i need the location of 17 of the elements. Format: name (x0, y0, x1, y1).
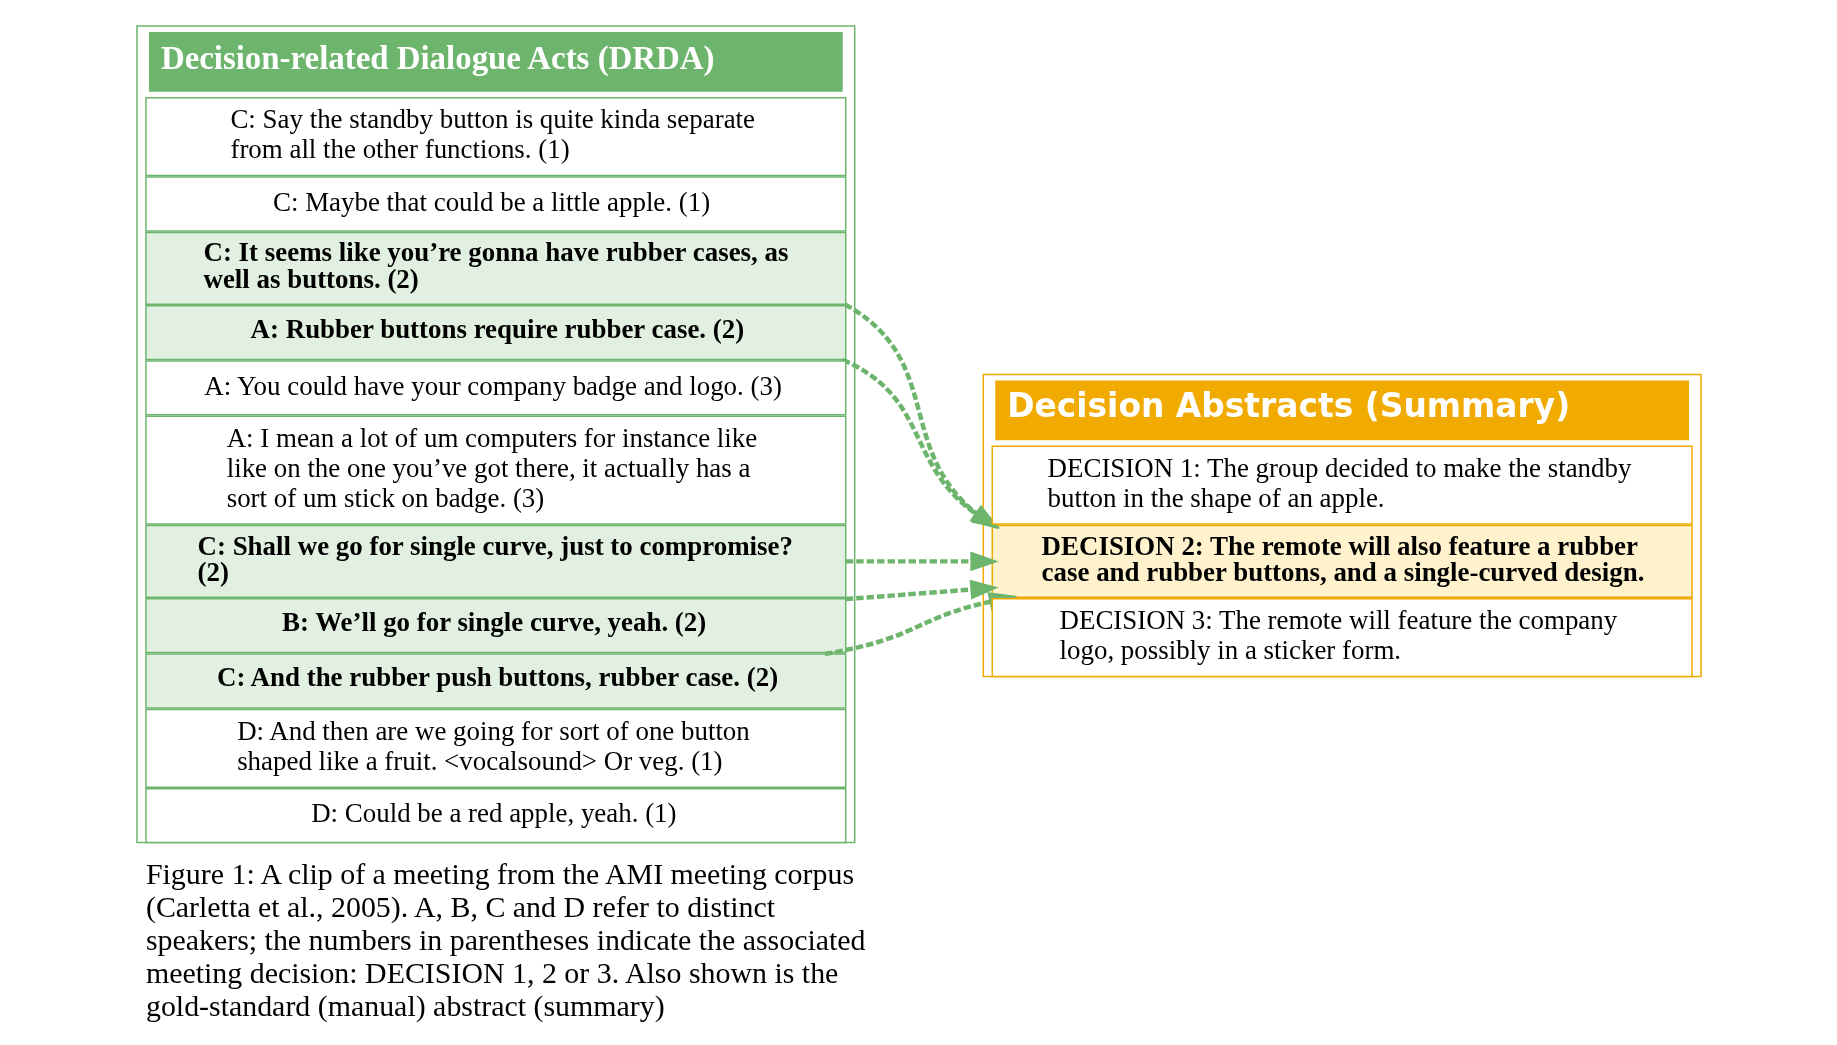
node-box: DECISION 3: The remote will feature the company logo, possibly in a sticker form. (991, 598, 1693, 678)
node-box: C: Maybe that could be a little apple. (1) (144, 176, 846, 232)
node-box: C: Say the standby button is quite kinda separate from all the other functions. (1) (144, 97, 846, 177)
node-box: C: And the rubber push buttons, rubber case. (2) (144, 653, 846, 709)
node-box: DECISION 2: The remote will also feature a rubber case and rubber buttons, and a single-curved design. (991, 524, 1693, 598)
node-box: A: You could have your company badge and logo. (3) (144, 360, 846, 416)
node-box: D: And then are we going for sort of one button shaped like a fruit. <vocalsound> Or veg. (1) (144, 708, 846, 788)
caption: Figure 1: A clip of a meeting from the AMI meeting corpus (Carletta et al., 2005). A, B, C and D refer to distinct speakers; the numbers in parentheses indicate the associated meeting decision: DECISION 1, 2 or 3. Also shown is the gold-standard (manual) abstract (summary) (145, 857, 866, 1022)
arrow (845, 579, 999, 602)
node-box: D: Could be a red apple, yeah. (1) (144, 787, 846, 844)
node-box: A: I mean a lot of um computers for instance like like on the one you’ve got there, it actually has a sort of um stick on badge. (3) (144, 415, 846, 525)
node-box: DECISION 1: The group decided to make the standby button in the shape of an apple. (991, 445, 1693, 525)
node-box: C: It seems like you’re gonna have rubber cases, as well as buttons. (2) (144, 231, 846, 305)
node-box: A: Rubber buttons require rubber case. (2) (144, 304, 846, 361)
node-box: C: Shall we go for single curve, just to compromise? (2) (144, 524, 846, 598)
arrow (845, 551, 999, 572)
node-box: B: We’ll go for single curve, yeah. (2) (144, 598, 846, 654)
